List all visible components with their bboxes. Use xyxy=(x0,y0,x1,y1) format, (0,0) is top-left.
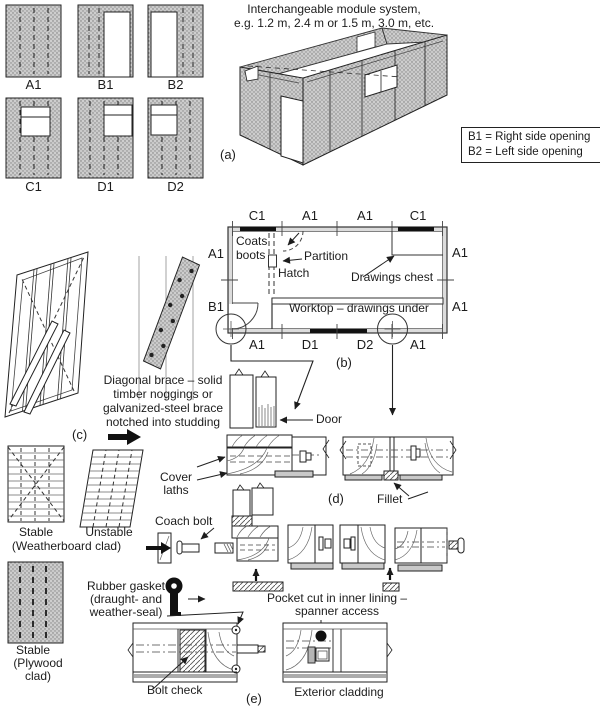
plan-bottom-d2: D2 xyxy=(356,337,374,352)
stable-plywood-label: Stable xyxy=(15,643,51,657)
gasket-line-2: (draught- and xyxy=(89,592,163,606)
panel-label-a1: A1 xyxy=(25,77,42,92)
figure-title: Interchangeable module system, e.g. 1.2 … xyxy=(231,2,437,30)
section-label-e: (e) xyxy=(246,691,262,706)
hatch-label: Hatch xyxy=(278,266,310,280)
plan-right-a1a: A1 xyxy=(452,245,468,260)
coats-line: Coats xyxy=(236,234,268,248)
plan-bottom-a1b: A1 xyxy=(410,337,426,352)
section-label-b: (b) xyxy=(336,355,352,370)
diagonal-brace-caption: Diagonal brace – solid timber noggings o… xyxy=(95,373,231,429)
coach-bolt-label: Coach bolt xyxy=(155,514,213,528)
spanner-access-label: spanner access xyxy=(294,604,380,618)
laths-line: laths xyxy=(163,483,189,497)
caption-line-1: Diagonal brace – solid xyxy=(103,373,223,387)
coats-boots-label: Coats boots xyxy=(236,234,267,262)
pocket-cut-label: Pocket cut in inner lining – xyxy=(267,591,408,605)
stable-weatherboard-label: Stable xyxy=(18,525,54,539)
title-line-2: e.g. 1.2 m, 2.4 m or 1.5 m, 3.0 m, etc. xyxy=(233,16,435,30)
plan-left-a1: A1 xyxy=(208,246,224,261)
panel-label-b1: B1 xyxy=(97,77,114,92)
caption-line-2: timber noggings or xyxy=(113,387,213,401)
legend-line-b2: B2 = Left side opening xyxy=(468,146,583,158)
bolt-check-label: Bolt check xyxy=(147,683,203,697)
section-label-c: (c) xyxy=(72,427,88,442)
steel-brace-drawing xyxy=(108,256,201,445)
detail-door-sill xyxy=(231,482,284,592)
plan-right-a1b: A1 xyxy=(452,299,468,314)
boots-line: boots xyxy=(236,248,266,262)
partition-label: Partition xyxy=(304,249,349,263)
exterior-cladding-label: Exterior cladding xyxy=(294,685,384,699)
detail-d-panel-joint xyxy=(339,436,457,500)
plan-top-c1b: C1 xyxy=(409,208,427,223)
pocket-sections-drawing xyxy=(287,524,465,630)
spanner-pocket-dot-icon xyxy=(315,630,327,642)
floor-plan-drawing xyxy=(215,221,454,416)
isometric-building-drawing xyxy=(239,27,448,166)
fillet-label: Fillet xyxy=(377,492,403,506)
door-label: Door xyxy=(316,412,343,426)
unstable-label: Unstable xyxy=(85,525,133,539)
section-label-a: (a) xyxy=(220,147,236,162)
braced-frame-drawing xyxy=(4,251,89,418)
gasket-line-1: Rubber gasket xyxy=(86,579,166,593)
plywood-panel-drawing xyxy=(7,561,64,644)
plan-top-a1a: A1 xyxy=(302,208,318,223)
panel-label-c1: C1 xyxy=(25,179,42,194)
weatherboard-clad-label: (Weatherboard clad) xyxy=(11,539,122,553)
coach-bolt-drawing xyxy=(146,527,234,564)
detail-d-door-jamb xyxy=(196,368,330,481)
detail-e-exterior-cladding xyxy=(282,622,393,683)
legend-line-b1: B1 = Right side opening xyxy=(468,131,591,143)
rubber-gasket-icon xyxy=(165,577,244,625)
plan-bottom-a1a: A1 xyxy=(249,337,265,352)
plan-top-a1b: A1 xyxy=(357,208,373,223)
legend-box: B1 = Right side opening B2 = Left side o… xyxy=(461,127,600,163)
load-arrow-icon xyxy=(146,542,171,554)
cover-laths-label: Cover laths xyxy=(153,471,199,497)
panel-label-d2: D2 xyxy=(167,179,184,194)
plan-top-c1: C1 xyxy=(248,208,266,223)
plan-bottom-d1: D1 xyxy=(301,337,319,352)
panel-label-d1: D1 xyxy=(97,179,114,194)
detail-e-bolt-check xyxy=(127,622,266,690)
caption-line-3: galvanized-steel brace xyxy=(102,401,224,415)
plywood-clad-label: (Plywood clad) xyxy=(13,656,63,683)
weatherboard-panels-drawing xyxy=(7,445,144,528)
rubber-gasket-label: Rubber gasket (draught- and weather-seal… xyxy=(86,580,166,619)
section-c-arrow-icon xyxy=(108,429,141,445)
section-label-d: (d) xyxy=(328,491,344,506)
cover-line: Cover xyxy=(159,470,192,484)
worktop-label: Worktop – drawings under xyxy=(289,301,429,315)
caption-line-4: notched into studding xyxy=(105,415,221,429)
title-line-1: Interchangeable module system, xyxy=(247,2,421,16)
gasket-line-3: weather-seal) xyxy=(89,605,163,619)
module-elevation-panels xyxy=(5,4,204,179)
drawings-chest-label: Drawings chest xyxy=(351,270,434,284)
panel-label-b2: B2 xyxy=(167,77,184,92)
plan-left-b1: B1 xyxy=(208,299,224,314)
